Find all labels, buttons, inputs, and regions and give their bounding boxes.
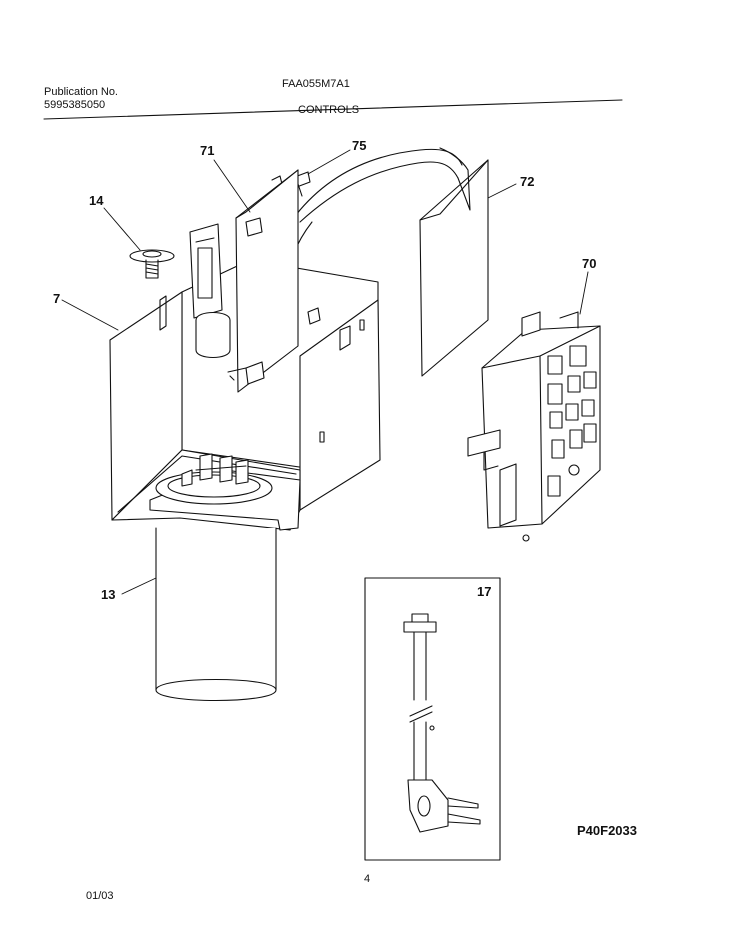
publication-label: Publication No. xyxy=(44,86,118,98)
callout-14: 14 xyxy=(89,193,104,208)
callout-17: 17 xyxy=(477,584,492,599)
callout-71: 71 xyxy=(200,143,215,158)
part-17-power-cord-inset xyxy=(365,578,500,860)
callout-7: 7 xyxy=(53,291,61,306)
leader-lines xyxy=(62,150,588,594)
callout-13: 13 xyxy=(101,587,116,602)
page-number: 4 xyxy=(364,873,371,885)
callout-70: 70 xyxy=(582,256,597,271)
callout-75: 75 xyxy=(352,138,367,153)
callout-72: 72 xyxy=(520,174,535,189)
part-72-panel xyxy=(420,160,488,376)
model-number: FAA055M7A1 xyxy=(282,78,350,90)
header-rule xyxy=(44,100,622,119)
part-14-screw xyxy=(130,250,174,278)
revision-date: 01/03 xyxy=(86,890,114,902)
publication-number: 5995385050 xyxy=(44,99,106,111)
part-71-board xyxy=(190,170,320,392)
drawing-code: P40F2033 xyxy=(577,823,637,838)
part-13-capacitor xyxy=(156,454,276,701)
part-70-control-panel xyxy=(468,312,600,541)
section-title: CONTROLS xyxy=(298,104,360,116)
